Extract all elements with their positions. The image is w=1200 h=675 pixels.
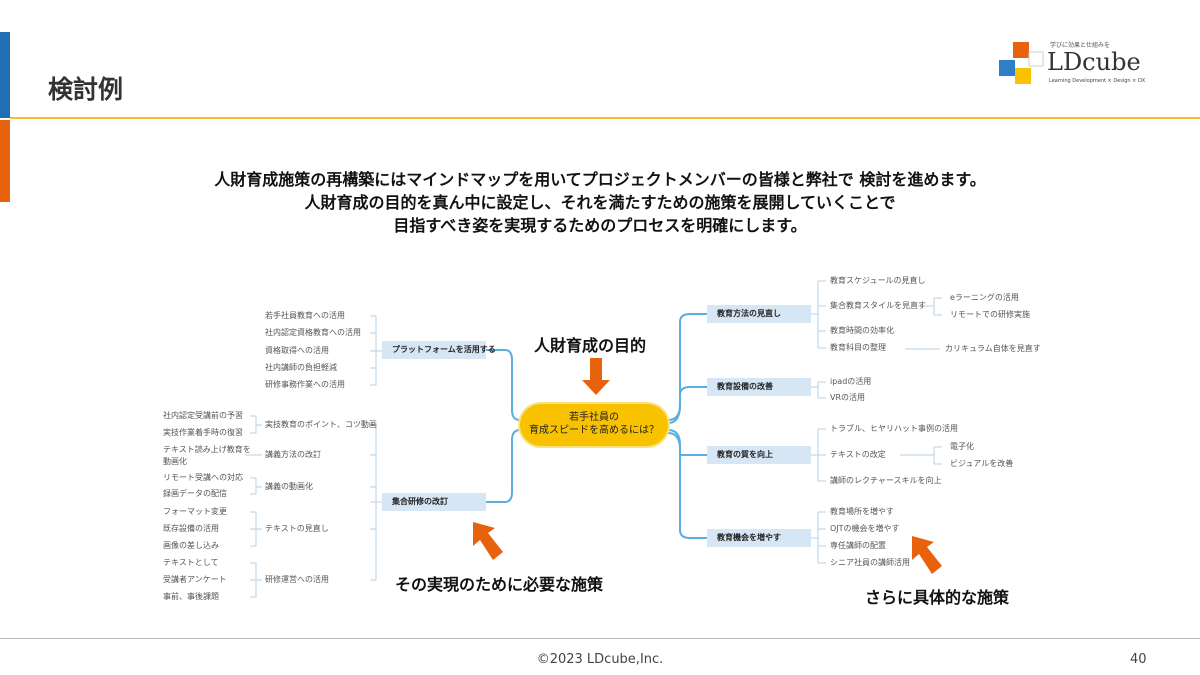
leaf: テキスト読み上げ教育を [163,445,251,454]
leaf: 電子化 [950,442,974,451]
central-topic[interactable]: 若手社員の 育成スピードを高めるには？ [520,404,668,446]
leaf: 事前、事後課題 [163,592,219,601]
leaf: ビジュアルを改善 [950,459,1014,468]
leaf: 録画データの配信 [163,489,227,498]
accent-bar-orange [0,120,10,202]
footer-divider [0,638,1200,639]
node-facility[interactable]: 教育設備の改善 [707,378,811,396]
callout-purpose: 人財育成の目的 [534,336,647,355]
leaf: 実技教育のポイント、コツ動画 [265,420,377,429]
header-divider [10,117,1200,119]
leaf: 講義の動画化 [265,482,313,491]
leaf: 資格取得への活用 [265,346,329,355]
leaf: 既存設備の活用 [163,524,219,533]
copyright: ©2023 LDcube,Inc. [536,652,664,667]
leaf: 動画化 [163,457,187,466]
leaf: 若手社員教育への活用 [265,311,345,320]
leaf: 教育科目の整理 [830,343,886,352]
leaf: 社内認定受講前の予習 [163,411,243,420]
leaf: 教育スケジュールの見直し [830,276,926,285]
arrow-down-icon [582,358,610,395]
leaf: 社内認定資格教育への活用 [265,328,361,337]
leaf: 研修運営への活用 [265,575,329,584]
leaf: VRの活用 [830,393,866,402]
accent-bar-blue [0,32,10,118]
leaf: eラーニングの活用 [950,293,1019,302]
leaf: 講師のレクチャースキルを向上 [830,476,942,485]
leaf: 画像の差し込み [163,541,219,550]
ldcube-logo: 学びに効果と仕組みを LDcube Learning Development ×… [995,38,1155,94]
leaf: テキストの見直し [265,524,329,533]
arrow-up-left-icon-2 [912,536,942,574]
node-method[interactable]: 教育方法の見直し [707,305,811,323]
leaf: テキストの改定 [830,450,886,459]
node-quality[interactable]: 教育の質を向上 [707,446,811,464]
callout-measures: その実現のために必要な施策 [395,575,604,594]
intro-line-2: 人財育成の目的を真ん中に設定し、それを満たすための施策を展開していくことで [304,193,896,212]
leaf: 受講者アンケート [163,575,227,584]
callout-specific: さらに具体的な施策 [865,588,1010,607]
leaf: リモート受講への対応 [163,473,243,482]
cube-logo-icon [999,42,1044,84]
leaf: シニア社員の講師活用 [830,558,910,567]
node-training[interactable]: 集合研修の改訂 [382,493,486,511]
leaf: 集合教育スタイルを見直す [830,301,926,310]
arrow-up-left-icon [473,522,503,560]
leaf: フォーマット変更 [163,507,227,516]
leaf: トラブル、ヒヤリハット事例の活用 [830,424,958,433]
leaf: ipadの活用 [830,377,872,386]
leaf: テキストとして [163,558,219,567]
page-number: 40 [1130,652,1147,667]
leaf: OJTの機会を増やす [830,524,900,533]
leaf: 社内講師の負担軽減 [265,363,337,372]
intro-line-1: 人財育成施策の再構築にはマインドマップを用いてプロジェクトメンバーの皆様と弊社で… [214,170,986,189]
leaf: 教育場所を増やす [830,507,894,516]
leaf: 研修事務作業への活用 [265,380,345,389]
leaf: 専任講師の配置 [830,541,886,550]
intro-line-3: 目指すべき姿を実現するためのプロセスを明確にします。 [393,216,807,235]
node-platform[interactable]: プラットフォームを活用する [382,341,496,359]
leaf: 教育時間の効率化 [830,326,894,335]
leaf: 実技作業着手時の復習 [163,428,243,437]
leaf: カリキュラム自体を見直す [945,344,1041,353]
page-title: 検討例 [48,75,124,104]
node-chance[interactable]: 教育機会を増やす [707,529,811,547]
leaf: リモートでの研修実施 [950,310,1030,319]
leaf: 講義方法の改訂 [265,450,321,459]
